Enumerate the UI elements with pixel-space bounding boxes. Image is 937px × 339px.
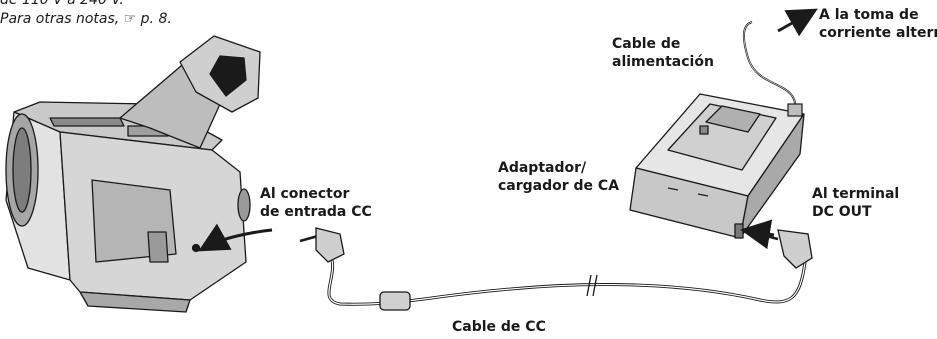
intro-line-2-prefix: Para otras notas, [0,11,120,27]
dc-out-arrow [740,219,775,250]
intro-line-2: Para otras notas, ☞ p. 8. [0,10,172,28]
dc-plug-adapter [761,229,813,269]
intro-line-1: de 110 V a 240 V. [0,0,124,8]
page-reference: p. 8. [140,11,172,27]
power-cord [742,21,797,113]
label-dc-out: Al terminal DC OUT [812,186,900,220]
label-power-cord: Cable de alimentación [612,36,714,70]
dc-input-arrow [198,223,273,252]
dc-plug-camera [299,227,345,263]
label-dc-cable: Cable de CC [452,319,546,335]
ac-outlet-arrow [777,8,818,37]
label-ac-outlet: A la toma de corriente alterna [819,7,937,41]
label-adapter: Adaptador/ cargador de CA [498,160,620,194]
pointing-hand-icon: ☞ [123,11,137,27]
camcorder-illustration [5,35,261,313]
label-dc-input: Al conector de entrada CC [260,186,372,220]
ferrite-core [379,291,411,311]
cable-break-marks [586,274,598,297]
adapter-illustration [629,93,805,239]
